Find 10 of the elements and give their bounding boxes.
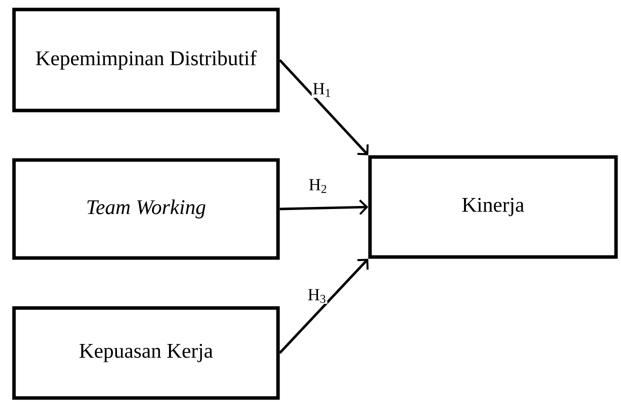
edge-label: H$_{1}$ [312, 82, 332, 98]
variable-box: Kepemimpinan Distributif [12, 8, 280, 112]
variable-box: Team Working [12, 158, 280, 260]
edge-label: H$_{2}$ [308, 178, 328, 194]
edge-label: H$_{3}$ [306, 288, 328, 304]
arrow [278, 258, 369, 354]
arrow [280, 200, 368, 215]
variable-box: Kepuasan Kerja [12, 306, 280, 400]
arrow [278, 59, 369, 156]
variable-box: Kinerja [368, 155, 618, 259]
